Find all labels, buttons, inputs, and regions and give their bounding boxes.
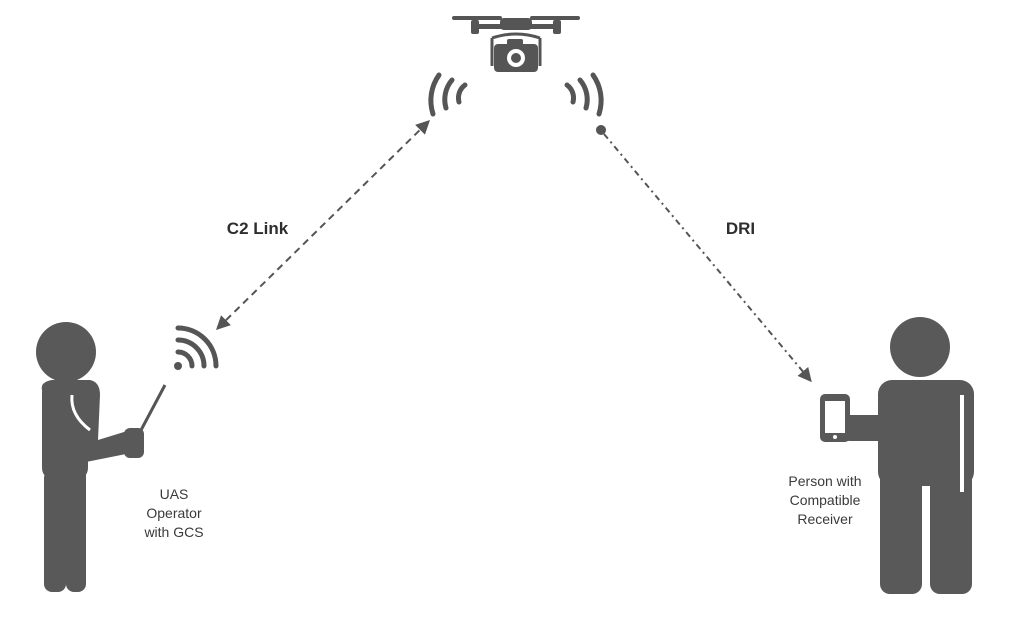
c2-link-label: C2 Link (226, 219, 289, 238)
receiver-caption-line1: Person with (788, 473, 862, 489)
receiver-person-figure (840, 317, 974, 594)
operator-caption-line1: UAS (159, 486, 189, 502)
smartphone-icon (820, 394, 850, 442)
receiver-caption-line3: Receiver (797, 511, 853, 527)
dri-link-arrow (596, 125, 812, 383)
c2-link-arrow (216, 120, 430, 330)
wifi-icon (174, 325, 219, 370)
drone-icon (452, 16, 580, 66)
operator-caption: UAS Operator with GCS (124, 485, 224, 542)
dri-label: DRI (725, 219, 756, 238)
operator-caption-line2: Operator (146, 505, 202, 521)
receiver-caption: Person with Compatible Receiver (765, 472, 885, 529)
operator-figure (36, 322, 140, 592)
controller-icon (124, 384, 167, 458)
camera-icon (494, 39, 538, 72)
wifi-waves-icon-left (428, 72, 468, 117)
operator-caption-line3: with GCS (144, 524, 204, 540)
receiver-caption-line2: Compatible (789, 492, 861, 508)
wifi-waves-icon-right (564, 72, 604, 117)
